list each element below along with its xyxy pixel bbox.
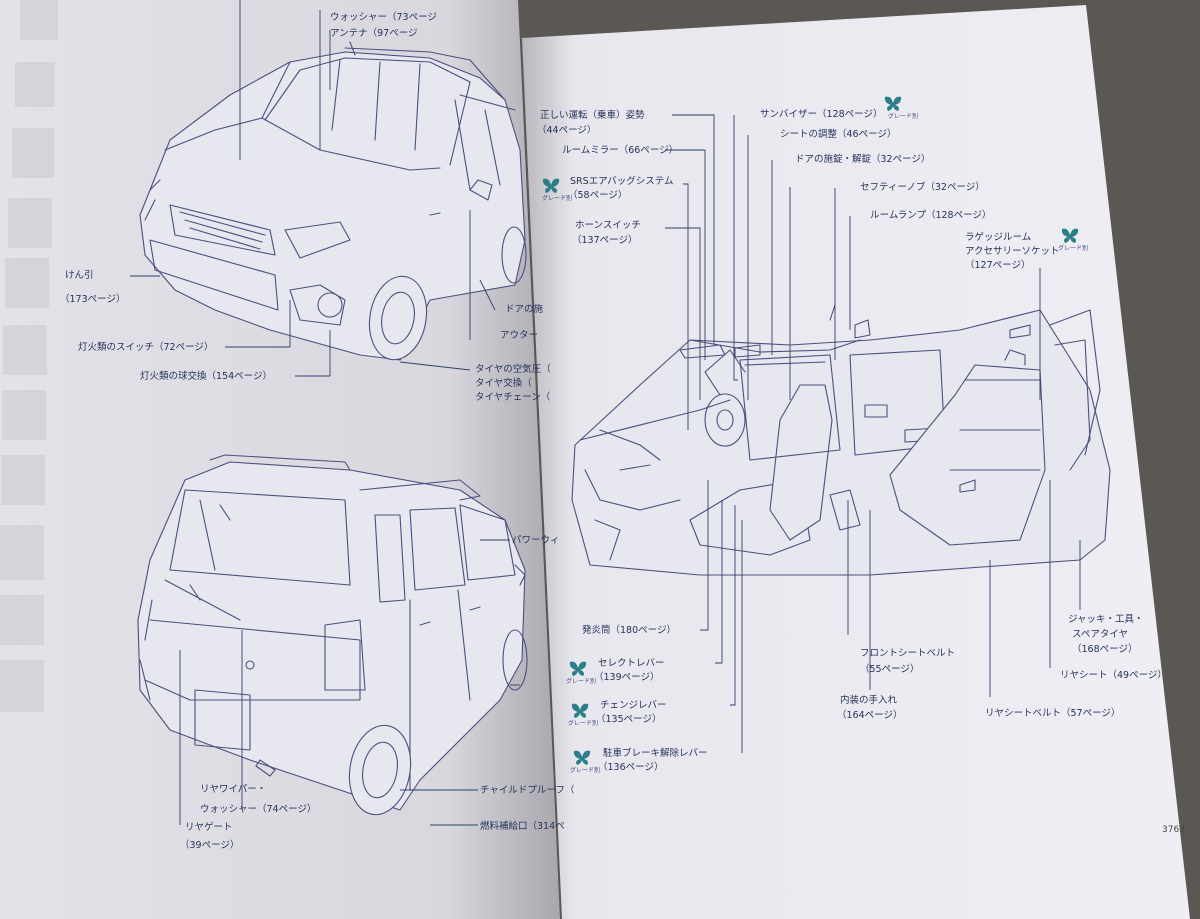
label-light-switch: 灯火類のスイッチ（72ページ） xyxy=(78,341,213,353)
label-washer: ウォッシャー（73ページ xyxy=(330,11,437,23)
grade-badge-select: グレード別 xyxy=(566,661,596,685)
grade-badge-sun-visor: グレード別 xyxy=(884,96,918,120)
interior-illustration xyxy=(571,304,1111,576)
label-parking-page: （136ページ） xyxy=(598,761,663,773)
label-room-lamp: ルームランプ（128ページ） xyxy=(870,209,991,221)
butterfly-icon xyxy=(542,178,560,193)
label-tow-page: （173ページ） xyxy=(60,293,125,305)
butterfly-icon xyxy=(569,661,587,676)
label-luggage-room: ラゲッジルーム xyxy=(965,231,1031,243)
butterfly-icon xyxy=(573,750,591,765)
front-view-leaders xyxy=(130,0,496,377)
label-change-lever: チェンジレバー xyxy=(600,700,667,711)
grade-tag: グレード別 xyxy=(570,766,600,774)
label-posture: 正しい運転（乗車）姿勢 xyxy=(540,109,645,121)
label-door-lock: ドアの施錠・解錠（32ページ） xyxy=(795,153,930,165)
label-parking-brake: 駐車ブレーキ解除レバー xyxy=(603,747,708,759)
page-number: 3763 xyxy=(1162,825,1185,835)
label-sun-visor: サンバイザー（128ページ） xyxy=(760,108,882,120)
label-interior-page: （164ページ） xyxy=(837,709,902,721)
label-change-page: （135ページ） xyxy=(596,713,661,725)
label-luggage-page: （127ページ） xyxy=(965,259,1030,271)
label-bulb: 灯火類の球交換（154ページ） xyxy=(140,370,272,382)
label-select-lever: セレクトレバー xyxy=(598,658,665,669)
front-view-car xyxy=(139,41,527,361)
label-safety-knob: セフティーノブ（32ページ） xyxy=(860,181,985,193)
label-spare-tire: スペアタイヤ xyxy=(1072,629,1128,640)
label-seat-adjust: シートの調整（46ページ） xyxy=(780,128,896,140)
label-rear-gate-page: （39ページ） xyxy=(180,839,239,851)
label-select-page: （139ページ） xyxy=(594,671,659,683)
label-srs-page: （58ページ） xyxy=(568,189,627,201)
grade-badge-parking: グレード別 xyxy=(570,750,600,774)
label-jack: ジャッキ・工具・ xyxy=(1068,614,1144,625)
label-srs: SRSエアバッグシステム xyxy=(570,175,674,187)
label-rear-washer: ウォッシャー（74ページ） xyxy=(200,803,316,815)
label-horn-page: （137ページ） xyxy=(572,234,637,246)
rear-view-leaders xyxy=(179,539,520,826)
butterfly-icon xyxy=(884,96,902,111)
butterfly-icon xyxy=(1061,228,1079,243)
butterfly-icon xyxy=(571,703,589,718)
label-jack-page: （168ページ） xyxy=(1072,643,1137,655)
rear-view-car xyxy=(137,454,528,816)
label-door-side: ドアの施 xyxy=(505,303,544,315)
label-horn: ホーンスイッチ xyxy=(575,220,641,231)
label-tire-change: タイヤ交換（ xyxy=(475,377,532,389)
grade-tag: グレード別 xyxy=(566,677,596,685)
label-front-belt-page: （55ページ） xyxy=(860,663,919,675)
grade-tag: グレード別 xyxy=(568,719,598,727)
interior-leaders xyxy=(665,114,1081,753)
grade-badge-change: グレード別 xyxy=(568,703,598,727)
label-antenna: アンテナ（97ページ xyxy=(330,27,418,39)
label-power-window: パワーウィ xyxy=(512,535,560,546)
grade-badge-srs: グレード別 xyxy=(542,178,572,202)
label-rear-gate: リヤゲート xyxy=(185,821,233,833)
grade-badge-luggage: グレード別 xyxy=(1058,228,1088,252)
label-room-mirror: ルームミラー（66ページ） xyxy=(562,144,678,156)
label-child-proof: チャイルドプルーフ（ xyxy=(480,784,575,796)
label-front-belt: フロントシートベルト xyxy=(860,648,955,659)
grade-tag: グレード別 xyxy=(542,194,572,202)
label-tire-pressure: タイヤの空気圧（ xyxy=(475,363,551,375)
label-flare: 発炎筒（180ページ） xyxy=(582,624,676,636)
label-rear-belt: リヤシートベルト（57ページ） xyxy=(985,707,1120,719)
label-accessory-socket: アクセサリーソケット xyxy=(965,246,1060,257)
grade-tag: グレード別 xyxy=(1058,244,1088,252)
label-fuel: 燃料補給口（314ペ xyxy=(480,820,565,832)
label-tow: けん引 xyxy=(65,270,94,281)
label-rear-seat: リヤシート（49ページ） xyxy=(1060,669,1167,681)
label-tire-chain: タイヤチェーン（ xyxy=(475,391,551,403)
label-rear-wiper: リヤワイパー・ xyxy=(200,784,266,795)
label-interior-care: 内装の手入れ xyxy=(840,694,898,706)
grade-tag: グレード別 xyxy=(888,112,918,120)
label-posture-page: （44ページ） xyxy=(537,124,596,136)
left-margin-show-through xyxy=(0,0,58,712)
label-mirror-side: アウター xyxy=(500,330,538,341)
